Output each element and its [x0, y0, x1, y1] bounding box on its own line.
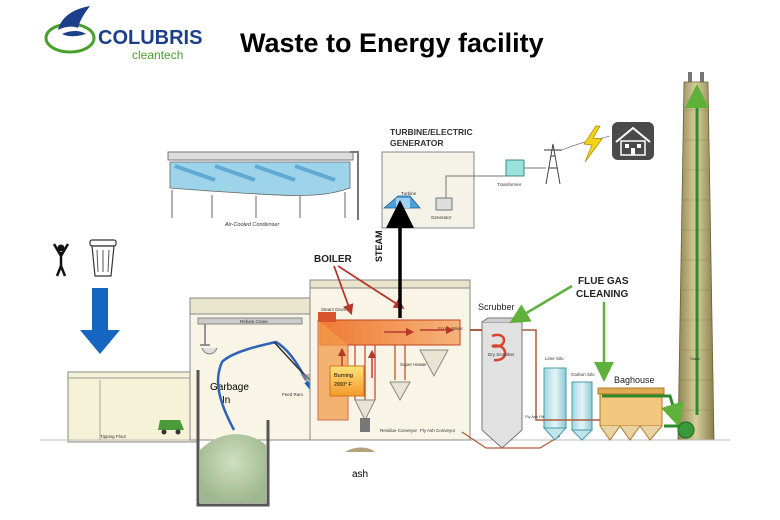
hummingbird-logo-icon	[44, 6, 96, 54]
turbine-label-line2: GENERATOR	[390, 138, 444, 148]
burning-label-line2: 2000° F	[334, 382, 352, 388]
fly-ash-conveyor-label: Fly Ash Conveyor	[420, 428, 456, 433]
colubris-logo: COLUBRIS cleantech	[44, 6, 202, 62]
flue-gas-label-line2: CLEANING	[576, 289, 628, 300]
steam-flow: STEAM	[374, 200, 414, 318]
logo-subtitle: cleantech	[132, 48, 183, 62]
flue-gas-cleaning-callout: FLUE GAS CLEANING	[509, 276, 629, 382]
residue-conveyor-label: Residue Conveyor	[380, 428, 418, 433]
burning-label-line1: Burning	[334, 373, 353, 379]
generator-small-label: Generator	[431, 215, 452, 220]
trash-bin-icon	[89, 239, 117, 277]
lightning-icon	[583, 125, 603, 163]
tipping-floor-label: Tipping Floor	[100, 434, 127, 439]
garbage-flow-path	[216, 340, 308, 431]
fly-ash-pit-label: Fly Ash Pit	[525, 414, 545, 419]
boiler-label: BOILER	[314, 254, 353, 265]
refuse-building: Refuse Crane	[189, 297, 311, 441]
condenser-label: Air-Cooled Condenser	[224, 222, 280, 228]
page-title: Waste to Energy facility	[240, 28, 544, 58]
carbon-silo-label: Carbon Silo	[571, 372, 595, 377]
smoke-stack: Stack	[677, 72, 715, 441]
turbine-small-label: Turbine	[401, 191, 417, 196]
flue-gas-label-line1: FLUE GAS	[578, 276, 629, 287]
garbage-pit: Garbage In	[196, 370, 270, 507]
transformer-label: Transformer	[497, 182, 522, 187]
tipping-floor-building: Tipping Floor	[67, 371, 199, 443]
boiler-building: Steam Drum Super Heater Econo Mixer Burn…	[309, 254, 471, 480]
feed-ram-label: Feed Ram	[282, 392, 303, 397]
stack-label: Stack	[690, 356, 700, 361]
refuse-crane-label: Refuse Crane	[240, 319, 268, 324]
steam-drum-label: Steam Drum	[321, 307, 347, 312]
transmission-tower-icon	[544, 135, 611, 185]
steam-label: STEAM	[374, 231, 384, 263]
super-heater-label: Super Heater	[400, 362, 427, 367]
turbine-generator-building: TURBINE/ELECTRIC GENERATOR Turbine Gener…	[381, 127, 506, 229]
garbage-input-arrow	[80, 288, 120, 354]
scrubber-label: Scrubber	[478, 302, 515, 312]
lime-silo-label: Lime Silo	[545, 356, 564, 361]
ash-label: ash	[352, 469, 368, 480]
carbon-silo: Carbon Silo	[570, 372, 595, 441]
logo-name: COLUBRIS	[98, 27, 202, 49]
house-icon	[612, 122, 654, 160]
garbage-label-line2: In	[222, 395, 230, 406]
transformer: Transformer	[497, 159, 546, 187]
dry-scrubber-label: Dry Scrubber	[488, 352, 515, 357]
air-cooled-condenser: Air-Cooled Condenser	[167, 151, 359, 228]
lime-silo: Lime Silo	[542, 356, 568, 441]
baghouse: Baghouse	[597, 375, 685, 441]
garbage-label-line1: Garbage	[210, 382, 249, 393]
induced-draft-fan	[664, 421, 695, 439]
turbine-label-line1: TURBINE/ELECTRIC	[390, 127, 473, 137]
person-icon	[52, 243, 70, 277]
heat-flow-arrows	[337, 325, 455, 378]
baghouse-label: Baghouse	[614, 375, 655, 385]
